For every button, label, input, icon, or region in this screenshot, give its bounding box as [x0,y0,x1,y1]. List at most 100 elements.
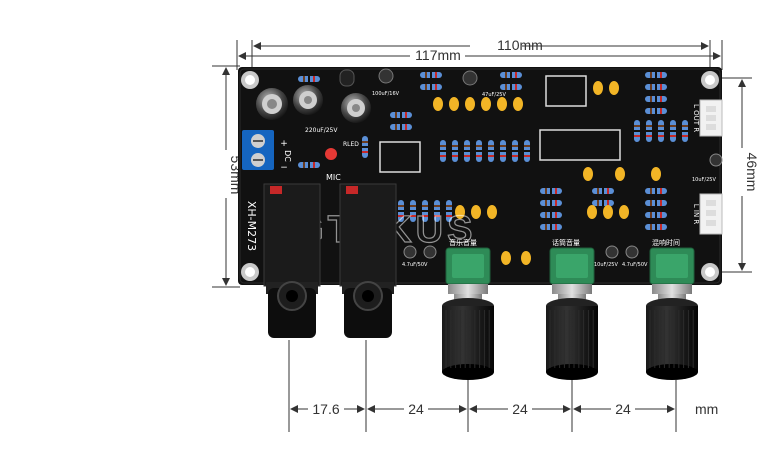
resistor [390,124,412,130]
potentiometer-3 [646,247,698,380]
resistor [500,140,506,162]
ceramic-cap [615,167,625,181]
ceramic-cap [521,251,531,265]
resistor [434,200,440,222]
resistor [452,140,458,162]
resistor [390,112,412,118]
knob-2 [546,298,598,380]
resistor [362,136,368,158]
resistor [645,200,667,206]
resistor [410,200,416,222]
audio-jack-1 [263,183,321,338]
resistor [645,84,667,90]
bottom-dimensions: 17.6 24 24 24 mm [288,340,718,432]
cap-label-2: 4.7uF/50V [402,262,428,268]
knob-1 [442,298,494,380]
knob-3 [646,298,698,380]
dc-plus-label: + [280,139,288,149]
resistor-array [298,72,688,230]
resistor [420,84,442,90]
resistor [464,140,470,162]
resistor [540,212,562,218]
ceramic-cap [455,205,465,219]
resistor [645,108,667,114]
resistor [422,200,428,222]
spacing-label-2: 24 [408,401,424,417]
dc-minus-label: − [280,163,288,173]
board-width-label: 110mm [497,37,543,53]
potentiometers [442,247,698,380]
resistor [592,188,614,194]
resistor [645,188,667,194]
transistors [339,68,478,87]
ceramic-cap [487,205,497,219]
ceramic-cap [513,97,523,111]
pot-label-music: 音乐音量 [449,238,477,247]
in-label: L IN R [692,204,700,225]
resistor [634,120,640,142]
resistor [446,200,452,222]
cap-label-4: 4.7uF/50V [622,262,648,268]
resistor [540,188,562,194]
resistor [540,224,562,230]
ceramic-cap [619,205,629,219]
spacing-label-4: 24 [615,401,631,417]
small-caps-right: 10uF/25V [692,153,723,183]
resistor [524,140,530,162]
mic-label: MIC [326,173,341,182]
led-label: RLED [343,141,359,148]
pot-label-reverb: 混响时间 [652,238,680,247]
ceramic-capacitors [433,81,661,265]
ceramic-cap [465,97,475,111]
resistor [645,96,667,102]
ceramic-cap [501,251,511,265]
resistor [592,200,614,206]
top-dimension: 117mm 110mm [236,37,723,70]
ceramic-cap [449,97,459,111]
resistor [298,162,320,168]
resistor [500,72,522,78]
ceramic-cap [481,97,491,111]
cap-220uf-label: 220uF/25V [305,127,338,134]
ic-chips [379,75,621,173]
mounting-holes [241,71,719,281]
cap-label-3: 10uF/25V [594,262,618,268]
spacing-label-3: 24 [512,401,528,417]
output-connector: L OUT R [692,99,723,137]
small-caps-pots: 4.7uF/50V 10uF/25V 4.7uF/50V 47uF/25V [402,92,648,268]
spacing-label-1: 17.6 [312,401,339,417]
resistor [398,200,404,222]
ceramic-cap [471,205,481,219]
cap-100uf-label: 100uF/16V [372,91,400,97]
resistor [682,120,688,142]
board-height-label: 46mm [744,153,759,192]
ceramic-cap [587,205,597,219]
audio-jack-2 [339,183,397,338]
ceramic-cap [593,81,603,95]
resistor [500,84,522,90]
resistor [658,120,664,142]
resistor [512,140,518,162]
resistor [645,72,667,78]
resistor [476,140,482,162]
resistor [540,200,562,206]
ceramic-cap [433,97,443,111]
right-dimension: 46mm [705,77,759,273]
resistor [440,140,446,162]
resistor [488,140,494,162]
ceramic-cap [651,167,661,181]
resistor [646,120,652,142]
input-connector: L IN R [692,193,723,235]
dc-terminal-block: + DC − [242,130,292,173]
ceramic-cap [497,97,507,111]
electrolytic-capacitors: 220uF/25V 100uF/16V [256,85,400,134]
potentiometer-2 [546,247,598,380]
out-label: L OUT R [692,104,700,132]
dc-label: DC [283,150,292,162]
unit-label: mm [695,401,718,417]
resistor [645,212,667,218]
red-led: RLED [325,141,359,160]
resistor [645,224,667,230]
cap-label-1: 47uF/25V [482,92,506,98]
